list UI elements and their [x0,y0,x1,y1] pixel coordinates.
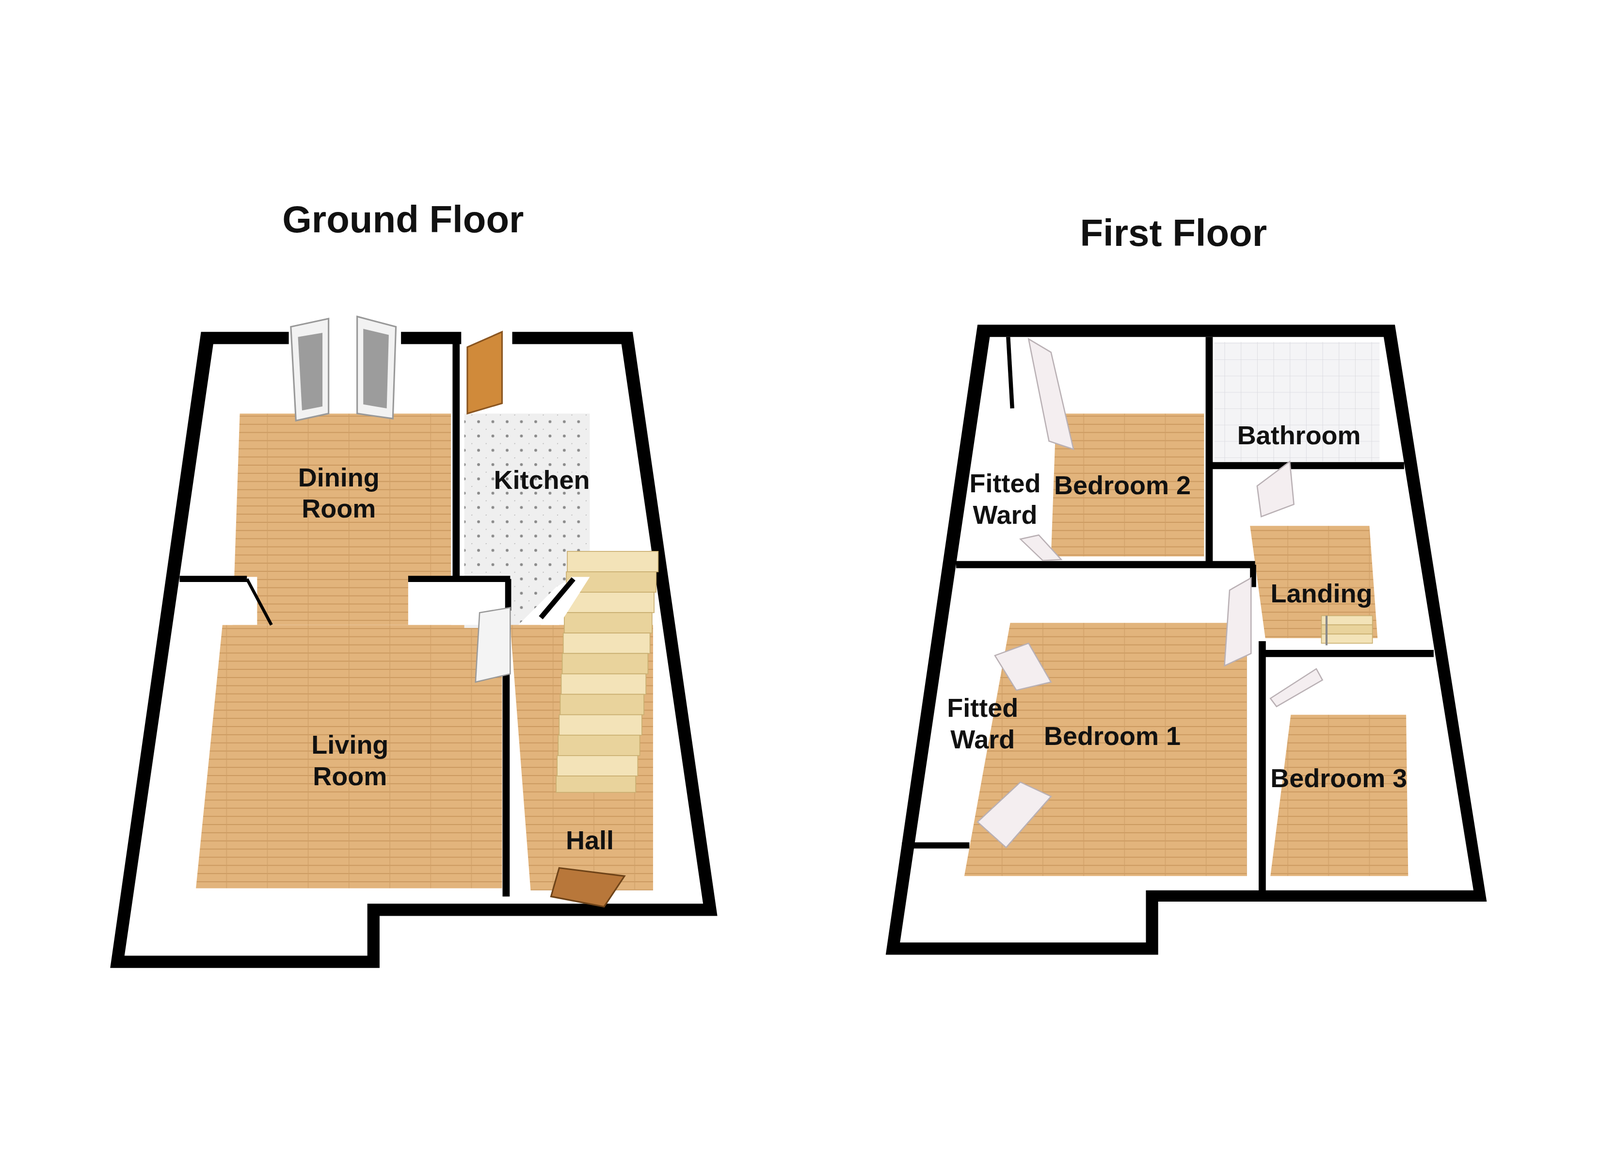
room-name: Living Room [291,728,409,792]
room-label: Fitted Ward [924,691,1041,755]
room-name: Fitted Ward [924,691,1041,755]
room-label: Dining Room [280,461,398,525]
room-label: Fitted Ward [946,467,1064,531]
room-label: Bathroom [1237,418,1361,451]
room-label: Living Room [291,728,409,792]
room-name: Landing [1270,576,1373,609]
room-name: Kitchen [494,464,591,496]
floor-plan: First FloorFitted WardBedroom 2BathroomL… [877,193,1501,970]
room-label: Kitchen [494,464,591,496]
room-label: Bedroom 1 [1043,720,1181,752]
room-name: Bedroom 2 [1054,468,1191,501]
room-name: Bathroom [1237,418,1361,451]
room-name: Fitted Ward [946,467,1064,531]
room-name: Bedroom 3 [1270,761,1408,794]
floor-plan: Ground FloorDining Room KitchenLiving Roo… [101,183,735,980]
floor-heading: First Floor [1079,210,1267,255]
room-name: Hall [565,824,614,856]
floor-heading: Ground Floor [282,197,524,242]
room-name: Dining Room [280,461,398,525]
room-label: Hall [565,824,614,856]
room-label: Bedroom 3 [1270,761,1408,794]
room-name: Bedroom 1 [1043,720,1181,752]
room-label: Landing [1270,576,1373,609]
room-label: Bedroom 2 [1054,468,1191,501]
